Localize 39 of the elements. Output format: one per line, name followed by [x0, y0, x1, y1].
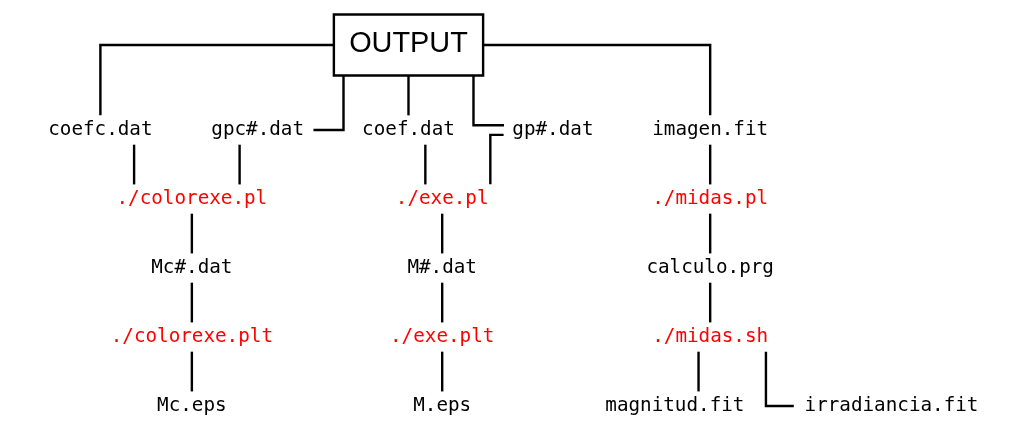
node-text: Mc#.dat — [151, 255, 233, 279]
connector — [489, 133, 504, 185]
node-text: ./colorexe.plt — [110, 324, 273, 348]
connector — [708, 213, 712, 254]
node-text: gpc#.dat — [211, 117, 305, 141]
node-text: Mc.eps — [157, 393, 227, 417]
node-text: gp#.dat — [512, 117, 594, 141]
node-text: imagen.fit — [652, 117, 769, 141]
node-text: irradiancia.fit — [804, 393, 979, 417]
connector — [190, 351, 194, 392]
connector — [708, 282, 712, 323]
connector — [238, 144, 241, 185]
connector — [708, 144, 712, 185]
node-text: magnitud.fit — [605, 393, 745, 417]
node-text: ./midas.pl — [652, 186, 769, 210]
connector — [483, 43, 712, 116]
connector — [407, 75, 410, 116]
node-text: M.eps — [413, 393, 472, 417]
connector — [424, 144, 427, 185]
node-text: M#.dat — [407, 255, 477, 279]
connector — [764, 351, 794, 408]
node-text: ./colorexe.pl — [116, 186, 268, 210]
node-box: OUTPUT — [332, 13, 485, 77]
connector — [313, 75, 345, 132]
node-text: ./exe.plt — [390, 324, 495, 348]
node-text: coefc.dat — [48, 117, 153, 141]
connector — [441, 213, 444, 254]
connector — [697, 351, 700, 392]
connector — [190, 213, 194, 254]
node-text: coef.dat — [362, 117, 455, 141]
node-text: ./exe.pl — [395, 186, 489, 210]
connector — [472, 75, 504, 127]
connector — [99, 43, 334, 116]
connector — [441, 282, 444, 323]
connector — [441, 351, 444, 392]
connector — [132, 144, 136, 185]
node-text: calculo.prg — [646, 255, 774, 279]
node-text: ./midas.sh — [652, 324, 769, 348]
connector — [190, 282, 194, 323]
